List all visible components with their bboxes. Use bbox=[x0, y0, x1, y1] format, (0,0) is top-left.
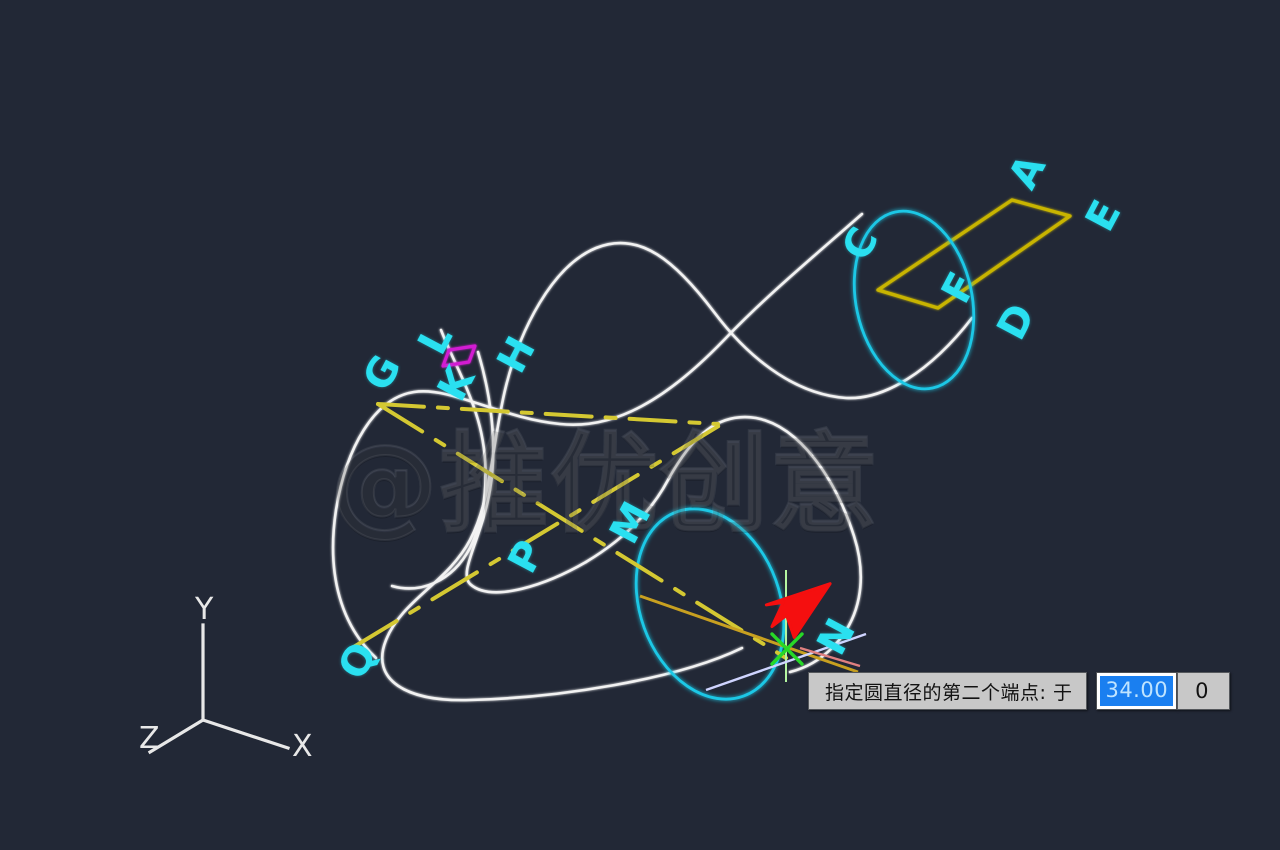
spline-inner-throat bbox=[465, 350, 588, 594]
dynamic-input-secondary-text: 0 bbox=[1195, 679, 1209, 703]
spline-outer bbox=[380, 241, 974, 702]
centerline-diagonal-a bbox=[350, 422, 724, 650]
parallelogram-icon bbox=[441, 344, 477, 368]
spline-tail-n bbox=[788, 646, 834, 674]
ucs-axis-x bbox=[200, 717, 291, 751]
dynamic-input-secondary-field[interactable]: 0 bbox=[1177, 672, 1231, 710]
snap-marker-parallel bbox=[441, 344, 477, 368]
dynamic-input-tooltip[interactable]: 指定圆直径的第二个端点: 于 34.00 0 bbox=[808, 672, 1231, 710]
ucs-label-y: Y bbox=[195, 592, 214, 627]
cursor-arrow bbox=[764, 582, 832, 639]
centerline-upper-right bbox=[376, 402, 720, 426]
ellipse-lower-center bbox=[634, 507, 786, 701]
ucs-icon bbox=[147, 623, 291, 755]
dynamic-input-prompt-box: 指定圆直径的第二个端点: 于 bbox=[808, 672, 1088, 710]
yellow-rectangle bbox=[876, 198, 1072, 310]
spline-outer-lower bbox=[331, 212, 864, 660]
centerlines bbox=[350, 402, 788, 660]
arrow-glyph bbox=[764, 582, 832, 639]
dynamic-input-value-field[interactable]: 34.00 bbox=[1096, 672, 1178, 710]
alignment-vector-violet bbox=[705, 632, 867, 692]
command-prompt-text: 指定圆直径的第二个端点: 于 bbox=[825, 681, 1073, 704]
rect-outline bbox=[876, 198, 1072, 310]
ellipse-upper-right bbox=[852, 209, 976, 391]
osnap-tracking-n bbox=[639, 570, 867, 692]
alignment-vector-yellow bbox=[639, 594, 859, 674]
snap-cross-icon bbox=[770, 632, 804, 666]
spline-throat-right bbox=[584, 415, 863, 650]
alignment-vector-red bbox=[799, 646, 861, 668]
centerline-diagonal-b bbox=[376, 402, 788, 660]
ucs-label-z: Z bbox=[139, 721, 160, 756]
hook-body-splines bbox=[331, 212, 974, 702]
ucs-label-x: X bbox=[292, 729, 313, 764]
ucs-axis-z bbox=[147, 717, 206, 755]
ellipse-cf bbox=[852, 209, 976, 391]
ellipse-mn bbox=[634, 507, 786, 701]
dynamic-input-value-text: 34.00 bbox=[1100, 676, 1174, 706]
spline-inner-k bbox=[390, 328, 487, 590]
